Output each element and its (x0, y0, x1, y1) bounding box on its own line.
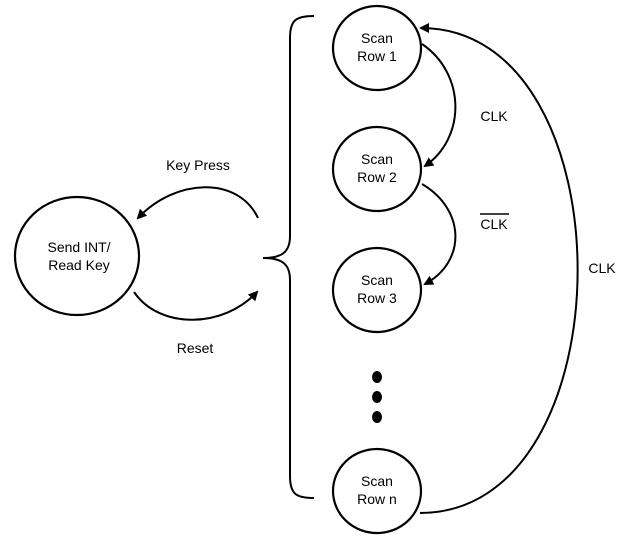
state-send-int-read-key: Send INT/ Read Key (13, 195, 141, 317)
state-scan-row-3-line1: Scan (361, 272, 393, 288)
key-press-label: Key Press (166, 157, 230, 173)
state-scan-row-n: Scan Row n (331, 447, 423, 535)
state-scan-row-3-line2: Row 3 (357, 290, 397, 306)
ellipsis-dots (372, 371, 382, 423)
reset-label: Reset (177, 340, 214, 356)
state-scan-row-n-line1: Scan (361, 473, 393, 489)
clk-row1-row2-arrow (421, 43, 457, 168)
clk-rown-row1-label: CLK (588, 260, 616, 276)
clk-bar-row2-row3-label: CLK (480, 216, 508, 232)
ellipsis-dot (372, 371, 382, 383)
state-scan-row-1: Scan Row 1 (331, 4, 423, 92)
state-scan-row-1-line1: Scan (361, 30, 393, 46)
state-scan-row-n-line2: Row n (357, 491, 397, 507)
state-scan-row-1-line2: Row 1 (357, 48, 397, 64)
state-scan-row-2-line1: Scan (361, 151, 393, 167)
state-scan-row-2: Scan Row 2 (331, 125, 423, 213)
state-scan-row-2-line2: Row 2 (357, 169, 397, 185)
key-press-arrow (136, 186, 259, 220)
state-send-int-line1: Send INT/ (47, 239, 110, 255)
ellipsis-dot (372, 391, 382, 403)
reset-arrow (133, 290, 259, 321)
ellipsis-dot (372, 411, 382, 423)
state-send-int-line2: Read Key (48, 257, 109, 273)
clk-rown-row1-arrow (419, 23, 579, 514)
clk-row1-row2-label: CLK (480, 108, 508, 124)
state-scan-row-3: Scan Row 3 (331, 246, 423, 334)
group-brace (262, 15, 315, 499)
clk-bar-row2-row3-arrow (421, 183, 457, 285)
